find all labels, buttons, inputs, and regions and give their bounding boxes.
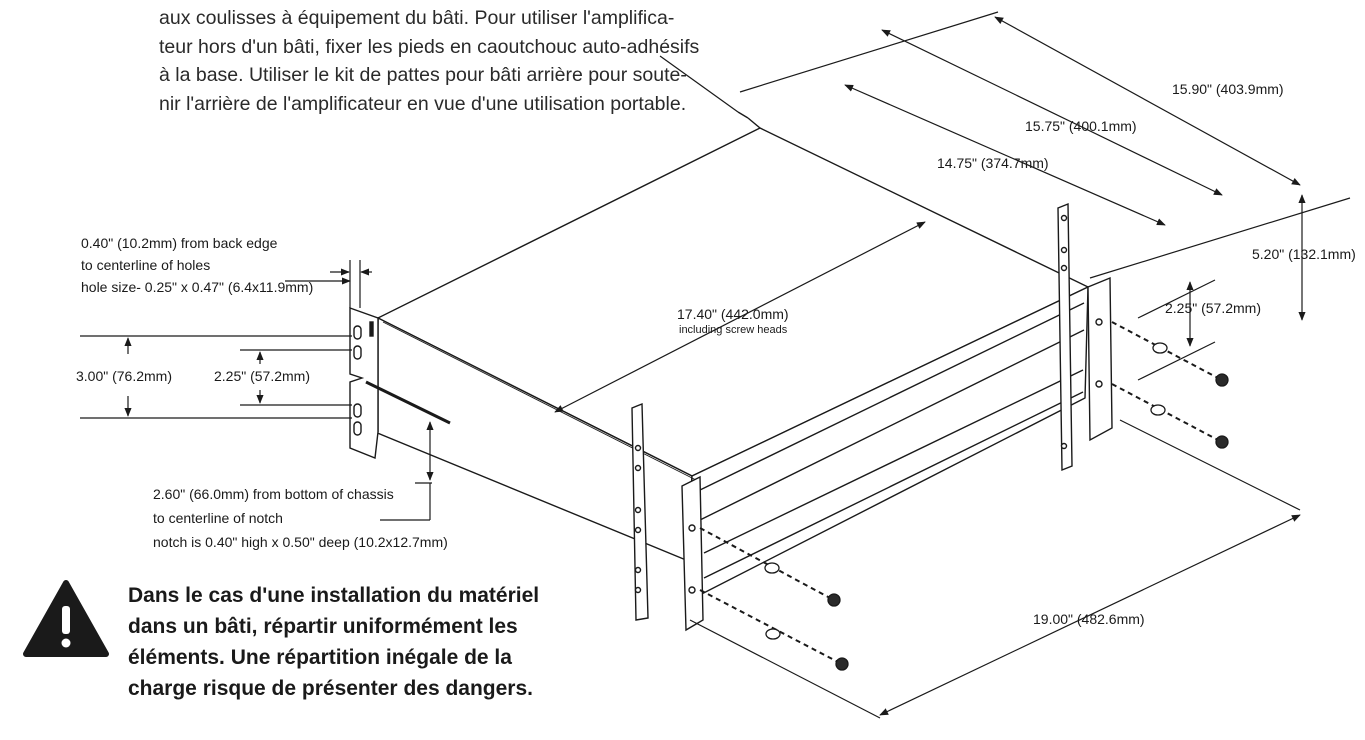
amplifier-chassis — [374, 111, 1089, 603]
intro-paragraph: aux coulisses à équipement du bâti. Pour… — [159, 4, 699, 118]
label-notch-line1: 2.60" (66.0mm) from bottom of chassis — [153, 486, 394, 502]
dimension-lines — [80, 11, 1351, 719]
label-side-holes-outer: 3.00" (76.2mm) — [76, 368, 172, 384]
label-back-edge-line3: hole size- 0.25" x 0.47" (6.4x11.9mm) — [81, 279, 313, 295]
chassis-back-plate — [349, 307, 379, 459]
label-height: 5.20" (132.1mm) — [1252, 246, 1356, 262]
label-width-with-screws: 17.40" (442.0mm) — [677, 306, 789, 322]
intro-line: teur hors d'un bâti, fixer les pieds en … — [159, 35, 700, 58]
label-notch-line3: notch is 0.40" high x 0.50" deep (10.2x1… — [153, 534, 448, 550]
label-width-note: including screw heads — [679, 324, 788, 336]
warning-line: Dans le cas d'une installation du matéri… — [128, 584, 540, 607]
warning-line: éléments. Une répartition inégale de la — [128, 646, 512, 669]
warning-line: charge risque de présenter des dangers. — [128, 677, 533, 700]
label-rear-hole-spacing: 2.25" (57.2mm) — [1165, 300, 1261, 316]
label-back-edge-line1: 0.40" (10.2mm) from back edge — [81, 235, 278, 251]
label-depth-inner: 14.75" (374.7mm) — [937, 155, 1049, 171]
label-side-holes-inner: 2.25" (57.2mm) — [214, 368, 310, 384]
intro-line: à la base. Utiliser le kit de pattes pou… — [159, 64, 687, 86]
warning-line: dans un bâti, répartir uniformément les — [128, 615, 518, 638]
warning-message: Dans le cas d'une installation du matéri… — [128, 580, 598, 704]
label-depth-overall: 15.90" (403.9mm) — [1172, 81, 1284, 97]
label-depth-mid: 15.75" (400.1mm) — [1025, 118, 1137, 134]
warning-triangle-icon — [23, 580, 109, 657]
label-notch-line2: to centerline of notch — [153, 510, 283, 526]
intro-line: nir l'arrière de l'amplificateur en vue … — [159, 92, 687, 115]
notch-indicator — [365, 380, 451, 425]
front-rack-ear-left — [631, 402, 704, 632]
label-back-edge-line2: to centerline of holes — [81, 257, 210, 273]
label-rack-width: 19.00" (482.6mm) — [1033, 611, 1145, 627]
mounting-screws — [699, 321, 1229, 671]
intro-line: aux coulisses à équipement du bâti. Pour… — [159, 7, 675, 29]
